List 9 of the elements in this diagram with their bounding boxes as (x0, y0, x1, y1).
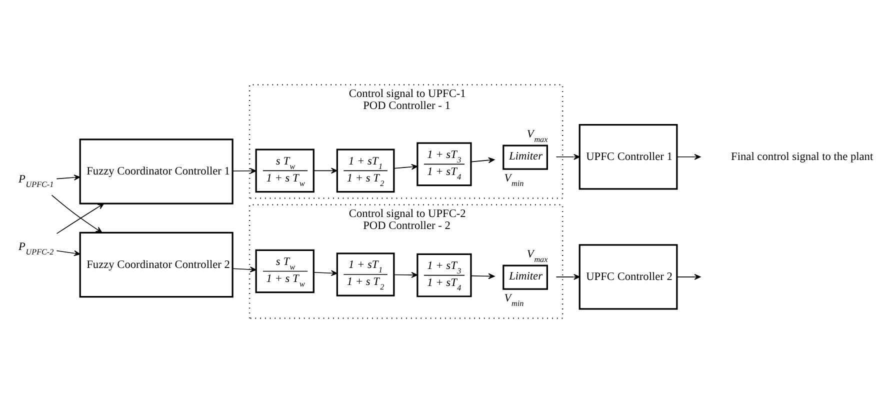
node-label: V$_{min}$ (504, 292, 524, 308)
node-label: Control signal to UPFC-1 (348, 88, 466, 100)
node-label: V$_{max}$ (526, 248, 548, 264)
node-label: Control signal to UPFC-2 (348, 208, 466, 220)
node-text: P$_{UPFC-2}$ (18, 240, 54, 256)
label: Final control signal to the plant (731, 150, 874, 163)
node-text: P$_{UPFC-1}$ (18, 174, 54, 190)
node-label: V$_{max}$ (526, 128, 548, 144)
node-label: V$_{min}$ (504, 172, 524, 188)
